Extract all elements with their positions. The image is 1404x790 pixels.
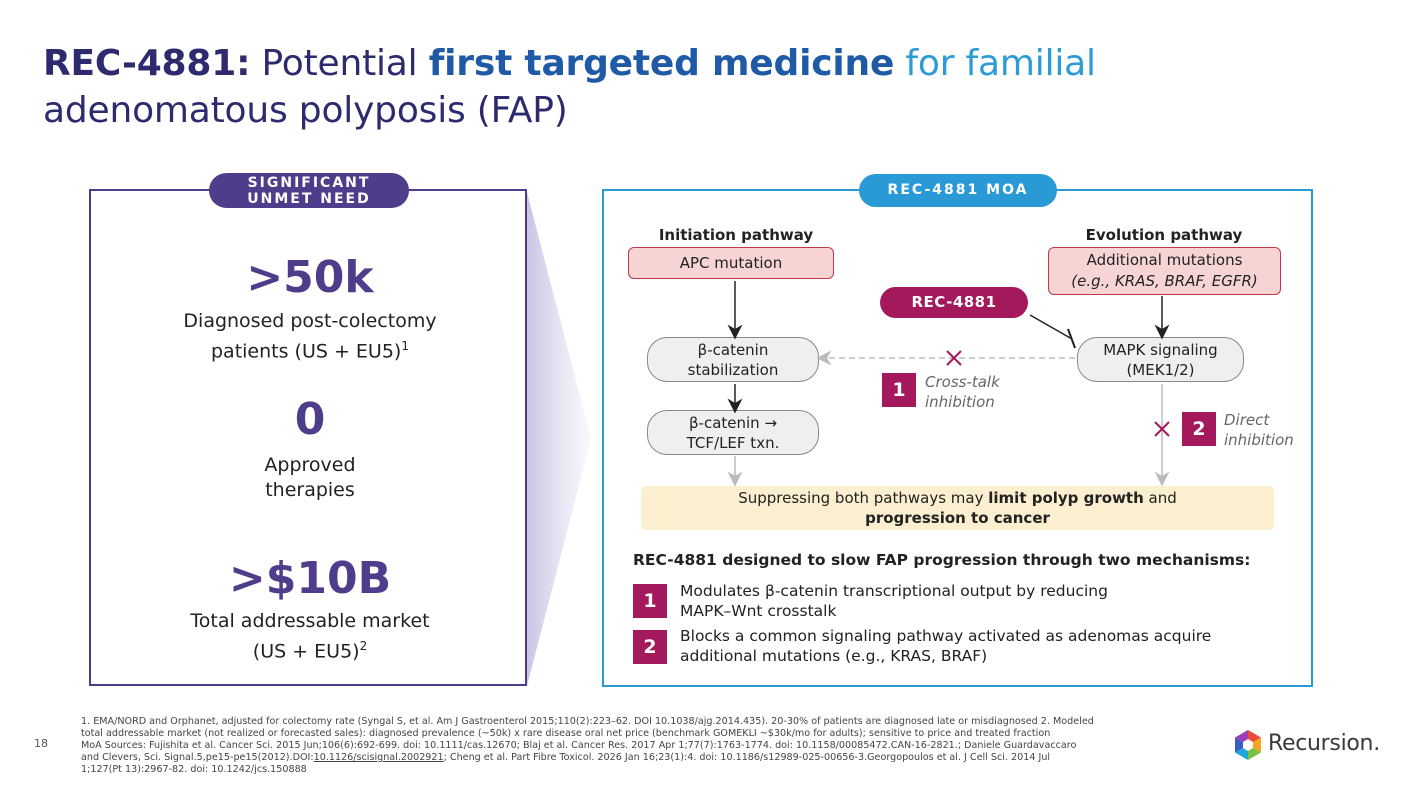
- outcome-text: and: [1143, 489, 1177, 507]
- pill-line: UNMET NEED: [247, 190, 371, 207]
- note-line: Direct: [1224, 411, 1270, 429]
- footnotes: 1. EMA/NORD and Orphanet, adjusted for c…: [81, 716, 1211, 776]
- box-line: β-catenin: [697, 340, 769, 359]
- page-number: 18: [34, 737, 48, 750]
- mechanism-number-badge: 1: [633, 584, 667, 618]
- initiation-pathway-heading: Initiation pathway: [658, 226, 814, 244]
- crosstalk-block-icon: [946, 350, 962, 366]
- footnote-line: total addressable market (not realized o…: [81, 728, 1051, 739]
- unmet-need-panel: >50k Diagnosed post-colectomy patients (…: [89, 189, 527, 686]
- stat-value: >50k: [246, 252, 374, 303]
- recursion-logo-text: Recursion.: [1268, 731, 1380, 756]
- stat-description: Approved therapies: [91, 453, 529, 503]
- rec-inhibition-bar: [1067, 328, 1076, 349]
- mechanism-line: Blocks a common signaling pathway activa…: [680, 627, 1212, 645]
- outcome-emphasis: limit polyp growth: [988, 489, 1144, 507]
- title-emphasis: first targeted medicine: [428, 43, 895, 84]
- box-line: β-catenin →: [688, 413, 778, 432]
- slide-title: REC-4881: Potential first targeted medic…: [43, 40, 1343, 134]
- mechanism-item: Blocks a common signaling pathway activa…: [680, 626, 1290, 666]
- apc-mutation-box: APC mutation: [628, 247, 834, 279]
- direct-block-icon: [1154, 421, 1170, 437]
- title-text-1: Potential: [250, 43, 429, 84]
- mechanism-line: Modulates β-catenin transcriptional outp…: [680, 582, 1108, 600]
- outcome-text: Suppressing both pathways may: [738, 489, 989, 507]
- stat-desc-line: patients (US + EU5): [211, 340, 402, 363]
- box-line: (e.g., KRAS, BRAF, EGFR): [1071, 272, 1258, 290]
- box-line: (MEK1/2): [1126, 360, 1195, 379]
- mechanism-item: Modulates β-catenin transcriptional outp…: [680, 581, 1290, 621]
- box-line: MAPK signaling: [1103, 340, 1218, 359]
- outcome-box: Suppressing both pathways may limit poly…: [641, 486, 1274, 530]
- direct-number-badge: 2: [1182, 412, 1216, 446]
- rec-inhibition-line: [1029, 314, 1073, 340]
- mechanism-line: MAPK–Wnt crosstalk: [680, 602, 837, 620]
- stat-desc-line: Approved: [264, 454, 356, 476]
- stat-desc-line: Total addressable market: [190, 610, 430, 632]
- evolution-pathway-heading: Evolution pathway: [1085, 226, 1243, 244]
- footnote-ref: 1: [401, 339, 409, 353]
- moa-pill: REC-4881 MOA: [859, 174, 1057, 207]
- stat-value: >$10B: [228, 553, 392, 604]
- chevron-arrow-icon: [527, 192, 591, 686]
- box-line: Additional mutations: [1086, 251, 1243, 269]
- pathway-connectors: [727, 281, 1170, 487]
- outcome-emphasis: progression to cancer: [865, 509, 1050, 527]
- additional-mutations-box: Additional mutations (e.g., KRAS, BRAF, …: [1048, 247, 1281, 295]
- box-line: TCF/LEF txn.: [686, 433, 780, 452]
- stat-description: Diagnosed post-colectomy patients (US + …: [91, 309, 529, 364]
- mechanism-number-badge: 2: [633, 630, 667, 664]
- stat-value: 0: [294, 394, 326, 445]
- footnote-ref: 2: [359, 639, 368, 653]
- crosstalk-number-badge: 1: [882, 373, 916, 407]
- unmet-need-pill: SIGNIFICANT UNMET NEED: [209, 173, 409, 208]
- rec-4881-pill: REC-4881: [880, 287, 1028, 318]
- stat-description: Total addressable market (US + EU5)2: [91, 609, 529, 664]
- note-line: inhibition: [925, 393, 995, 411]
- mapk-signaling-box: MAPK signaling (MEK1/2): [1077, 337, 1244, 382]
- stat-desc-line: (US + EU5): [252, 640, 360, 663]
- direct-label: Direct inhibition: [1224, 410, 1294, 450]
- footnote-line: 1. EMA/NORD and Orphanet, adjusted for c…: [81, 716, 1094, 727]
- crosstalk-label: Cross-talk inhibition: [925, 372, 1000, 412]
- footnote-line: and Clevers, Sci. Signal.5,pe15-pe15(201…: [81, 752, 314, 763]
- beta-catenin-stabilization-box: β-catenin stabilization: [647, 337, 819, 382]
- footnote-line: ; Cheng et al. Part Fibre Toxicol. 2026 …: [443, 752, 1051, 763]
- note-line: inhibition: [1224, 431, 1294, 449]
- footnote-line: MoA Sources: Fujishita et al. Cancer Sci…: [81, 740, 1077, 751]
- doi-link[interactable]: 10.1126/scisignal.2002921: [313, 752, 444, 763]
- box-line: stabilization: [687, 360, 779, 379]
- mechanism-line: additional mutations (e.g., KRAS, BRAF): [680, 647, 988, 665]
- title-line-2: adenomatous polyposis (FAP): [43, 90, 568, 131]
- mechanisms-heading: REC-4881 designed to slow FAP progressio…: [633, 551, 1251, 569]
- stat-desc-line: therapies: [265, 479, 355, 501]
- title-text-2: for familial: [894, 43, 1096, 84]
- note-line: Cross-talk: [925, 373, 1000, 391]
- title-drug: REC-4881:: [43, 43, 251, 84]
- footnote-line: 1;127(Pt 13):2967-82. doi: 10.1242/jcs.1…: [81, 764, 307, 775]
- recursion-logo-icon: [1235, 730, 1261, 760]
- stat-desc-line: Diagnosed post-colectomy: [183, 310, 437, 332]
- pill-line: SIGNIFICANT: [247, 174, 371, 191]
- beta-catenin-tcf-box: β-catenin → TCF/LEF txn.: [647, 410, 819, 455]
